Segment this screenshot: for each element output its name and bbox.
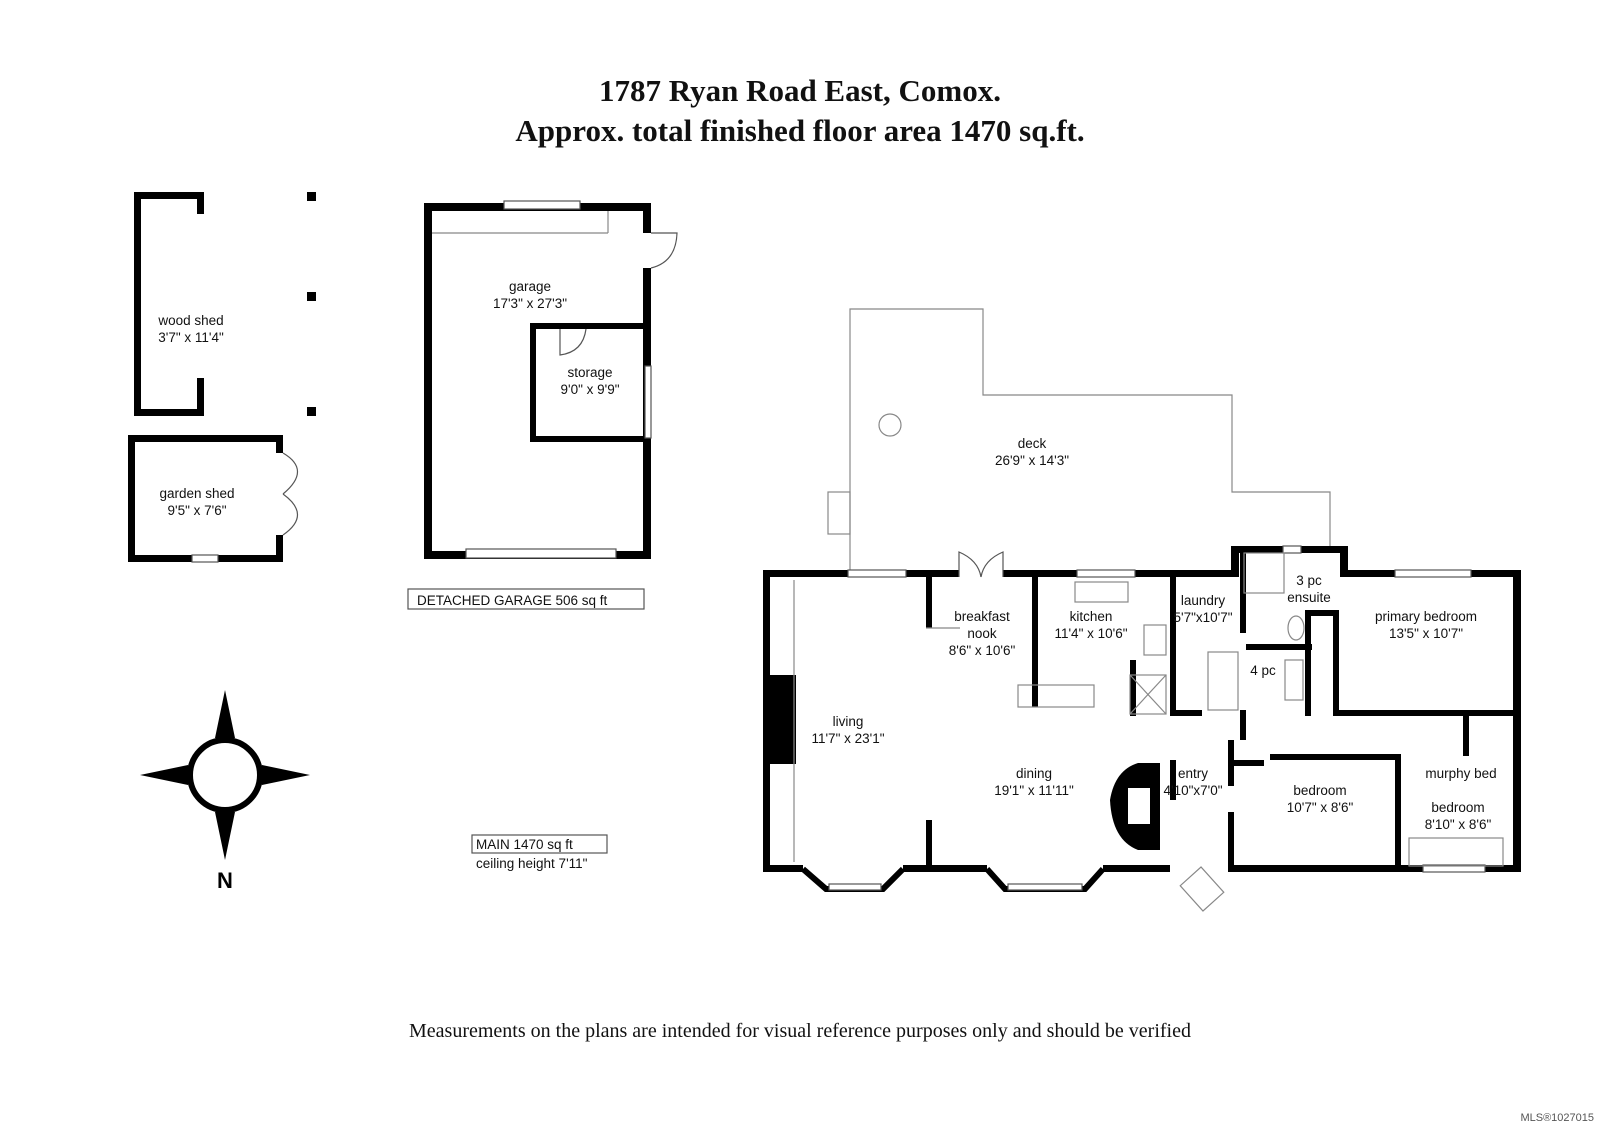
main-floor-ceiling: ceiling height 7'11" — [476, 856, 588, 871]
storage-dims: 9'0" x 9'9" — [560, 382, 619, 397]
murphy-bed-label: murphy bed — [1425, 766, 1496, 781]
garage-name: garage — [509, 279, 551, 294]
living-dims: 11'7" x 23'1" — [811, 731, 884, 746]
deck: deck 26'9" x 14'3" — [827, 308, 1331, 570]
compass-north-label: N — [217, 868, 233, 893]
primary-bedroom-dims: 13'5" x 10'7" — [1389, 626, 1463, 641]
breakfast-name: breakfast — [954, 609, 1010, 624]
garden-shed-dims: 9'5" x 7'6" — [167, 503, 226, 518]
entry-dims: 4'10"x7'0" — [1163, 783, 1222, 798]
kitchen-dims: 11'4" x 10'6" — [1054, 626, 1127, 641]
bedroom-3-name: bedroom — [1431, 800, 1484, 815]
ensuite-name: 3 pc — [1296, 573, 1322, 588]
measurement-disclaimer: Measurements on the plans are intended f… — [409, 1020, 1191, 1042]
bedroom-2-dims: 10'7" x 8'6" — [1287, 800, 1354, 815]
garage-dims: 17'3" x 27'3" — [493, 296, 567, 311]
primary-bedroom-name: primary bedroom — [1375, 609, 1477, 624]
wood-shed-dims: 3'7" x 11'4" — [158, 330, 224, 345]
laundry-name: laundry — [1181, 593, 1226, 608]
main-floor-walls — [763, 545, 1521, 912]
wood-shed: wood shed 3'7" x 11'4" — [134, 192, 316, 416]
plan-area-title: Approx. total finished floor area 1470 s… — [515, 113, 1085, 148]
wood-shed-name: wood shed — [157, 313, 223, 328]
compass-rose-icon: N — [140, 690, 310, 893]
laundry-dims: 5'7"x10'7" — [1173, 610, 1232, 625]
bedroom-3-dims: 8'10" x 8'6" — [1425, 817, 1492, 832]
living-name: living — [833, 714, 864, 729]
dining-name: dining — [1016, 766, 1052, 781]
deck-dims: 26'9" x 14'3" — [995, 453, 1069, 468]
detached-garage-summary: DETACHED GARAGE 506 sq ft — [417, 593, 608, 608]
main-floor-summary: MAIN 1470 sq ft — [476, 837, 573, 852]
garden-shed: garden shed 9'5" x 7'6" — [128, 435, 299, 563]
detached-garage: garage 17'3" x 27'3" storage 9'0" x 9'9"… — [407, 200, 678, 610]
bedroom-2-name: bedroom — [1293, 783, 1346, 798]
entry-name: entry — [1178, 766, 1208, 781]
garden-shed-name: garden shed — [159, 486, 234, 501]
deck-name: deck — [1018, 436, 1047, 451]
breakfast-name-2: nook — [967, 626, 997, 641]
ensuite-name-2: ensuite — [1287, 590, 1331, 605]
storage-name: storage — [567, 365, 612, 380]
kitchen-name: kitchen — [1070, 609, 1113, 624]
four-pc-bath-name: 4 pc — [1250, 663, 1276, 678]
mls-number: MLS®1027015 — [1520, 1112, 1594, 1124]
plan-address-title: 1787 Ryan Road East, Comox. — [599, 73, 1001, 108]
breakfast-dims: 8'6" x 10'6" — [949, 643, 1016, 658]
dining-dims: 19'1" x 11'11" — [994, 783, 1074, 798]
